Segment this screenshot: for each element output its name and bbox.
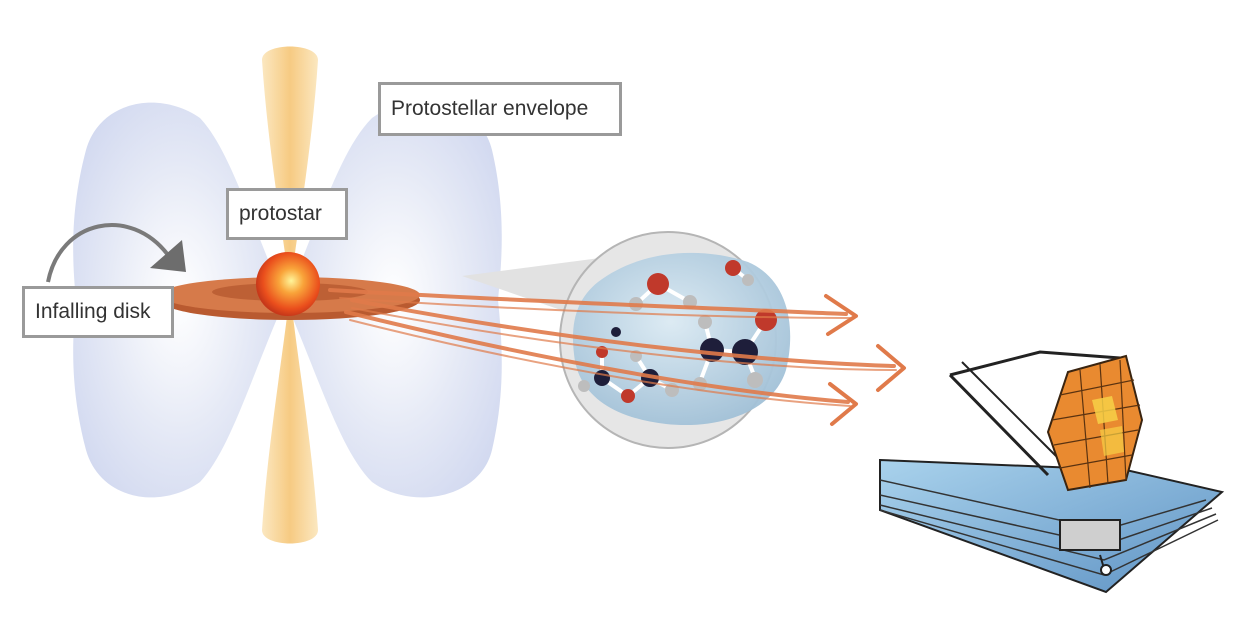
protostar-sphere <box>256 252 320 316</box>
label-protostar: protostar <box>226 188 348 240</box>
label-infalling-disk: Infalling disk <box>22 286 174 338</box>
label-protostellar-envelope: Protostellar envelope <box>378 82 622 136</box>
label-text: protostar <box>239 202 322 225</box>
curved-arrow-icon <box>46 223 186 283</box>
label-text: Protostellar envelope <box>391 97 589 120</box>
telescope-icon <box>879 350 1225 594</box>
emission-arrows <box>328 288 906 426</box>
label-text: Infalling disk <box>35 300 151 323</box>
